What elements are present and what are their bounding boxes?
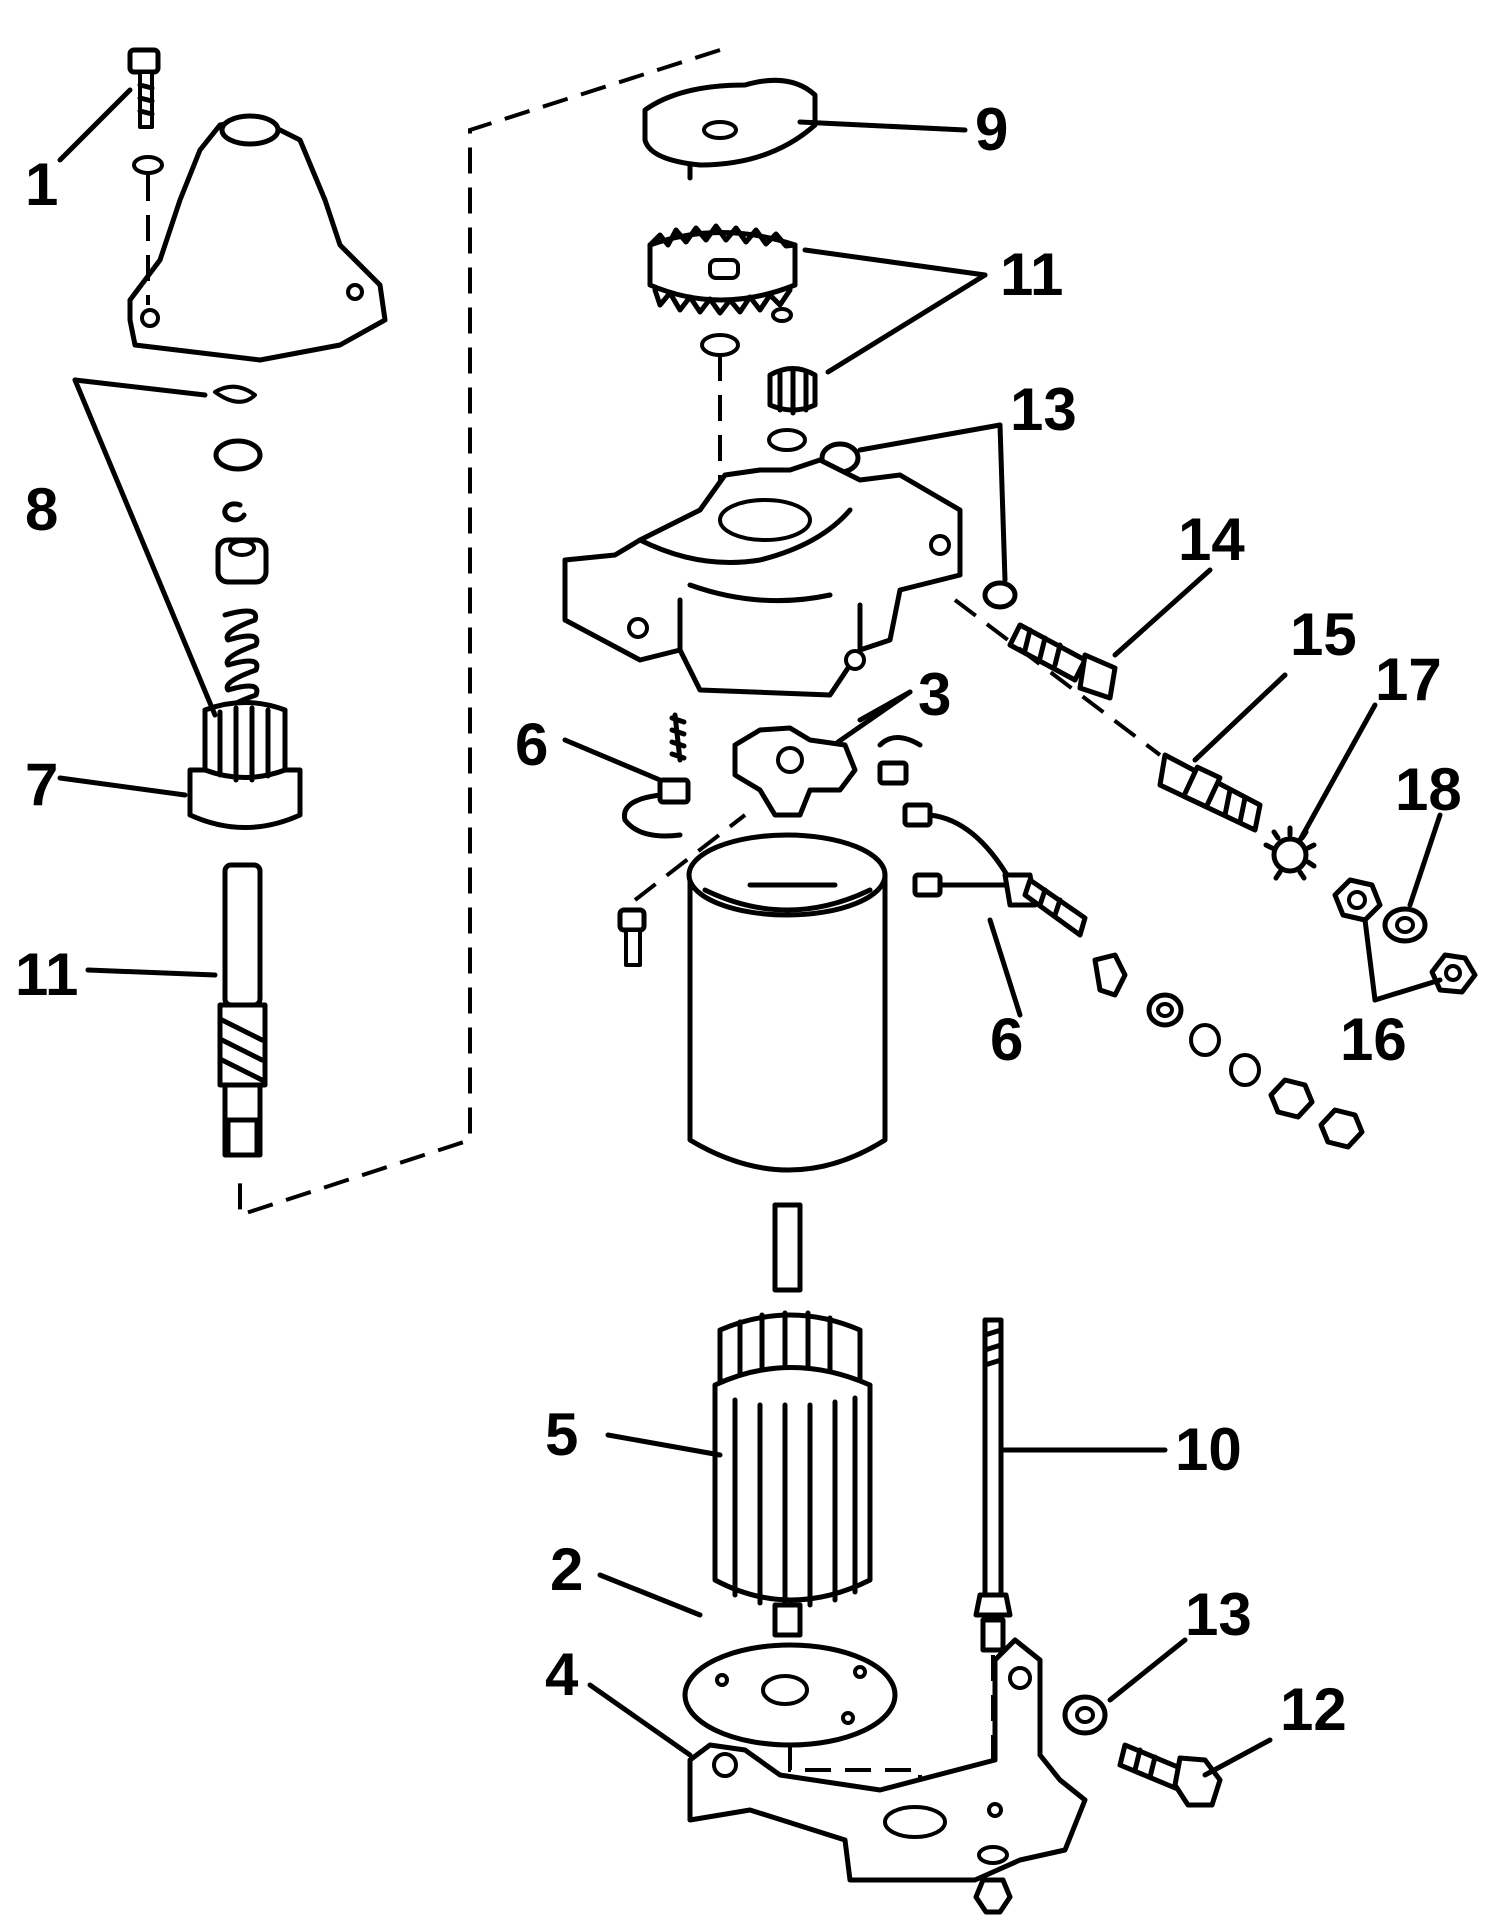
part-11-pin xyxy=(771,307,793,323)
part-2-end-plate xyxy=(682,1642,898,1748)
drive-end-cap xyxy=(127,113,388,363)
callout-11-top: 11 xyxy=(1000,241,1063,308)
part-16-nut-b xyxy=(1429,952,1478,995)
callout-16: 16 xyxy=(1340,1006,1407,1073)
callout-5: 5 xyxy=(545,1401,578,1468)
part-13-upper-washer-a xyxy=(767,428,807,452)
callout-11-left: 11 xyxy=(15,941,78,1008)
leader-lines xyxy=(57,87,1443,1778)
callout-10: 10 xyxy=(1175,1416,1242,1483)
part-16-nut-a xyxy=(1332,877,1383,923)
part-11-upper-gear xyxy=(647,223,798,316)
part-9-cover-plate xyxy=(642,77,818,181)
motor-frame xyxy=(686,832,888,1173)
callout-13-bottom: 13 xyxy=(1185,1581,1252,1648)
callout-6-right: 6 xyxy=(990,1006,1023,1073)
callout-17: 17 xyxy=(1375,646,1442,713)
bottom-washer-nut xyxy=(973,1845,1013,1915)
mount-alignment-line xyxy=(788,1745,922,1845)
drive-housing xyxy=(562,457,963,698)
part-5-armature xyxy=(712,1202,873,1638)
callout-6-left: 6 xyxy=(515,711,548,778)
callout-labels: 1 8 7 11 9 11 13 14 15 17 18 16 3 6 6 5 … xyxy=(15,96,1462,1743)
callout-14: 14 xyxy=(1178,506,1245,573)
callout-4: 4 xyxy=(545,1641,579,1708)
callout-2: 2 xyxy=(550,1536,583,1603)
callout-9: 9 xyxy=(975,96,1008,163)
part-14-through-bolt xyxy=(1007,622,1118,701)
part-13-mid-washer xyxy=(982,580,1018,610)
part-11-drive-shaft xyxy=(217,862,268,1158)
part-15-terminal-stud xyxy=(1157,752,1263,833)
part-4-mounting-bracket xyxy=(687,1637,1088,1883)
part-8-bearing-stack xyxy=(213,384,269,715)
part-3-brush-holder xyxy=(732,725,858,818)
callout-15: 15 xyxy=(1290,601,1357,668)
part-12-mount-bolt xyxy=(1117,1742,1223,1808)
terminal-hardware-series xyxy=(1092,952,1365,1150)
callout-13-top: 13 xyxy=(1010,376,1077,443)
part-1-washer xyxy=(132,155,164,175)
part-18-washer xyxy=(1382,906,1428,944)
part-6-left-brush xyxy=(621,712,691,839)
callout-18: 18 xyxy=(1395,756,1462,823)
callout-7: 7 xyxy=(25,751,58,818)
part-6-terminal-brush xyxy=(902,802,1088,938)
part-17-lock-washer xyxy=(1263,825,1317,881)
part-6-right-brush xyxy=(877,735,923,786)
callout-1: 1 xyxy=(25,151,58,218)
part-7-pinion-gear xyxy=(187,700,303,830)
callout-8: 8 xyxy=(25,476,58,543)
callout-12: 12 xyxy=(1280,1676,1347,1743)
brush-plate-screw xyxy=(617,907,647,967)
part-11-small-gear xyxy=(767,366,818,416)
part-13-lower-washer xyxy=(1062,1694,1108,1736)
part-11-small-washer xyxy=(700,333,740,357)
callout-3: 3 xyxy=(918,661,951,728)
part-1-screw xyxy=(127,47,161,129)
alignment-dashed-line xyxy=(238,48,721,1218)
